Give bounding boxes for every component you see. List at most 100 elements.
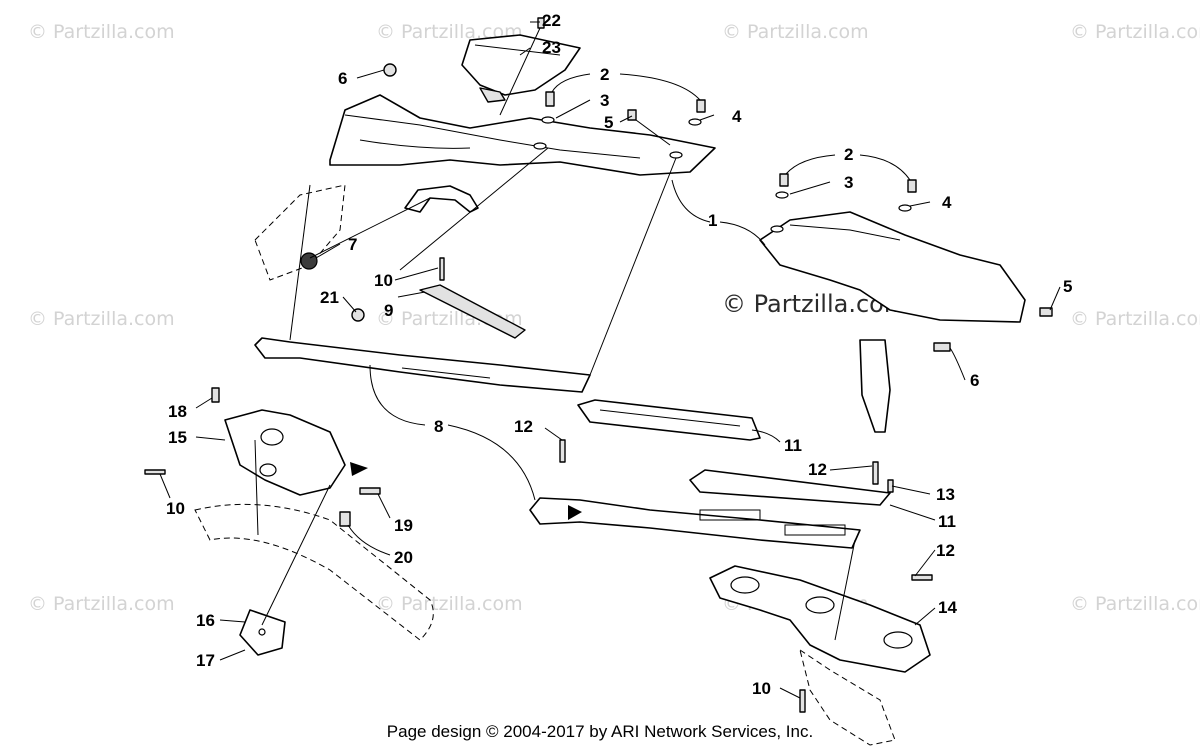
callout-label: 17 — [196, 651, 215, 670]
screw-22 — [537, 17, 545, 29]
callouts: 22 23 2 6 3 4 5 1 2 3 4 7 10 9 21 5 6 18… — [166, 11, 1072, 698]
footrest-plate-upper — [559, 399, 761, 463]
rail-edge — [401, 367, 491, 379]
watermark: © Partzilla.com — [28, 593, 175, 615]
mount-bracket-15 — [224, 409, 346, 496]
callout-label: 12 — [808, 460, 827, 479]
upper-right-side-panel — [759, 173, 1053, 433]
mount-bracket-14 — [709, 565, 931, 673]
callout-label: 15 — [168, 428, 187, 447]
light-socket — [479, 87, 506, 103]
side-panel-right-lower — [859, 339, 891, 433]
panel-hole — [770, 225, 784, 233]
callout-label: 3 — [600, 91, 609, 110]
callout-label: 6 — [338, 69, 347, 88]
rivet-10 — [799, 689, 806, 713]
watermark-layer: © Partzilla.com © Partzilla.com © Partzi… — [28, 21, 1200, 615]
callout-label: 5 — [1063, 277, 1072, 296]
callout-label: 16 — [196, 611, 215, 630]
washer-4 — [898, 204, 912, 212]
callout-label: 22 — [542, 11, 561, 30]
callout-label: 2 — [844, 145, 853, 164]
push-rivet-6 — [933, 342, 951, 352]
panel-hole — [669, 151, 683, 159]
rail-slot — [784, 524, 846, 536]
watermark: © Partzilla.com — [376, 21, 523, 43]
lower-right-bracket — [709, 565, 931, 713]
bolt-19 — [359, 487, 381, 495]
callout-label: 10 — [374, 271, 393, 290]
ghost-frame-lower-left — [194, 503, 434, 641]
callout-label: 4 — [732, 107, 742, 126]
bracket-hole — [260, 428, 284, 446]
rail-slot — [699, 509, 761, 521]
screw-5 — [1039, 307, 1053, 317]
side-panel-right — [759, 211, 1026, 323]
callout-label: 1 — [708, 211, 717, 230]
callout-label: 13 — [936, 485, 955, 504]
callout-label: 10 — [166, 499, 185, 518]
orientation-arrow — [350, 462, 368, 476]
rivet-12 — [911, 574, 933, 581]
screw-2 — [907, 179, 917, 193]
callout-label: 10 — [752, 679, 771, 698]
callout-label: 23 — [542, 38, 561, 57]
push-rivet-6 — [383, 63, 397, 77]
ghost-outlines — [194, 184, 896, 746]
light-housing — [461, 34, 581, 96]
rail-left — [254, 337, 591, 393]
bracket-hole — [259, 463, 277, 477]
panel-bracket — [404, 185, 479, 213]
watermark: © Partzilla.com — [1070, 593, 1200, 615]
callout-label: 11 — [784, 436, 802, 455]
footrest-slot — [599, 409, 741, 427]
clip-20 — [339, 511, 351, 527]
callout-label: 5 — [604, 113, 613, 132]
callout-label: 12 — [936, 541, 955, 560]
rivet-10 — [439, 257, 445, 281]
bracket-hole — [883, 631, 913, 649]
watermark: © Partzilla.com — [722, 21, 869, 43]
watermark: © Partzilla.com — [28, 308, 175, 330]
ghost-frame-lower-right — [799, 648, 896, 746]
lower-left-bracket — [144, 387, 381, 527]
bracket-hole — [730, 576, 760, 594]
callout-label: 18 — [168, 402, 187, 421]
side-panel-left — [329, 94, 716, 176]
washer-3 — [541, 116, 555, 124]
upper-hardware — [300, 17, 706, 270]
ghost-frame-upper-left — [254, 184, 346, 281]
rivet-12 — [559, 439, 566, 463]
bolt-18 — [211, 387, 220, 403]
footrest-plate-11b — [689, 469, 891, 506]
screw-2 — [696, 99, 706, 113]
rivet-10 — [144, 469, 166, 475]
washer-4 — [688, 118, 702, 126]
callout-label: 9 — [384, 301, 393, 320]
orientation-arrow — [568, 505, 582, 520]
watermark: © Partzilla.com — [376, 593, 523, 615]
screw-2 — [545, 91, 555, 107]
panel-hole — [533, 142, 547, 150]
callout-label: 8 — [434, 417, 443, 436]
watermark: © Partzilla.com — [28, 21, 175, 43]
page-footer: Page design © 2004-2017 by ARI Network S… — [387, 722, 813, 741]
rail-right — [529, 497, 861, 549]
callout-label: 7 — [348, 235, 357, 254]
callout-label: 20 — [394, 548, 413, 567]
side-panel-left-contour — [359, 139, 471, 149]
trim-strip-9 — [419, 284, 526, 339]
light-edge — [474, 44, 561, 56]
bracket-hole — [805, 596, 835, 614]
side-panel-left-crease — [344, 114, 641, 159]
washer-3 — [775, 191, 789, 199]
rivet-12 — [872, 461, 879, 485]
callout-label: 6 — [970, 371, 979, 390]
callout-label: 2 — [600, 65, 609, 84]
watermark: © Partzilla.com — [1070, 308, 1200, 330]
footrest-plate-11 — [577, 399, 761, 441]
screw-21 — [351, 308, 365, 322]
left-rail-assembly — [254, 257, 591, 393]
plate-hole — [258, 628, 266, 636]
